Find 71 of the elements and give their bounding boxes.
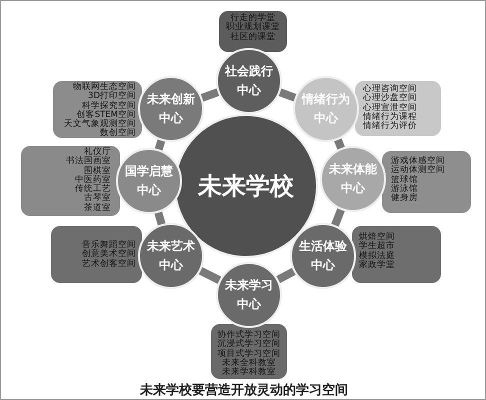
center-name-circle (138, 76, 204, 142)
center-name-circle (138, 223, 204, 289)
caption: 未来学校要营造开放灵动的学习空间 (139, 382, 349, 399)
list-item: 健身房 (391, 194, 419, 204)
list-item: 心理宣泄空间 (363, 104, 418, 113)
circle-label: 生活体验中心 (298, 238, 348, 274)
circle-label: 未来艺术中心 (146, 238, 196, 274)
circle-label: 国学启慧中心 (124, 162, 174, 199)
connector-bar (278, 88, 296, 102)
list-item: 未来学科教室 (221, 368, 277, 378)
connector-bar (276, 268, 296, 284)
list-item: 篮球馆 (391, 176, 419, 185)
center-name-circle (293, 76, 359, 142)
connector-bar (154, 139, 166, 151)
list-item: 家政学堂 (359, 260, 396, 270)
list-item: 模拟法庭 (359, 252, 396, 261)
list-panel (21, 146, 120, 216)
list-panel (382, 151, 471, 213)
center-name-circle (320, 146, 386, 212)
circle-label: 未来创新中心 (146, 90, 196, 127)
list-panel (53, 81, 142, 138)
list-item: 物联网生态空间 (72, 83, 136, 92)
connector-bar (334, 138, 345, 150)
list-item: 项目式学习空间 (216, 350, 282, 359)
list-panel (352, 226, 441, 283)
list-item: 协作式学习空间 (216, 331, 282, 340)
center-name-circle (116, 148, 182, 214)
list-item: 音乐舞蹈空间 (81, 241, 136, 250)
list-item: 沉浸式学习空间 (216, 340, 282, 350)
connector-bar (200, 88, 220, 102)
list-item: 艺术创客空间 (81, 260, 136, 269)
list-item: 茶道室 (83, 204, 111, 214)
list-panel (211, 324, 287, 379)
list-item: 情绪行为课程 (363, 112, 418, 122)
list-item: 游泳馆 (391, 184, 419, 194)
list-item: 运动体测空间 (391, 166, 446, 176)
list-item: 社区的课堂 (230, 32, 276, 42)
circle-label: 未来体能中心 (328, 160, 378, 197)
connector-bar (198, 267, 222, 284)
list-item: 学生超市 (359, 242, 396, 252)
list-item: 书法国画室 (65, 157, 111, 166)
list-item: 心理沙盘空间 (363, 94, 418, 104)
list-panel (355, 81, 441, 136)
list-item: 行走的学堂 (230, 14, 276, 23)
list-item: 科学探究空间 (82, 102, 136, 111)
center-name-circle (290, 223, 356, 289)
list-item: 数创空间 (99, 129, 136, 139)
circle-label: 未来学习中心 (224, 276, 274, 313)
list-item: 3D打印空间 (88, 92, 136, 102)
circle-label: 情绪行为中心 (300, 90, 351, 127)
list-item: 未来全科教室 (221, 358, 277, 368)
list-panel (51, 226, 142, 283)
list-item: 传统工艺 (74, 185, 111, 194)
list-item: 天文气象观测空间 (63, 120, 136, 130)
list-item: 烘焙空间 (359, 233, 396, 242)
list-item: 围棋室 (83, 166, 111, 176)
list-item: 心理咨询空间 (363, 85, 418, 94)
list-item: 创客STEM空间 (76, 110, 136, 120)
list-item: 情绪行为评价 (363, 122, 418, 132)
connector-bar (154, 212, 166, 226)
list-item: 中医药室 (74, 176, 111, 185)
list-item: 游戏体感空间 (391, 157, 446, 166)
circle-label: 社会践行中心 (224, 62, 274, 99)
center-name-circle (216, 48, 282, 114)
list-item: 古琴室 (83, 194, 111, 204)
circle-label: 未来学校 (196, 170, 295, 202)
list-panel (219, 11, 287, 52)
connector-bar (331, 208, 345, 227)
list-item: 职业规划课堂 (225, 23, 281, 32)
list-item: 礼仪厅 (84, 148, 111, 157)
list-item: 创意美术空间 (81, 250, 136, 260)
